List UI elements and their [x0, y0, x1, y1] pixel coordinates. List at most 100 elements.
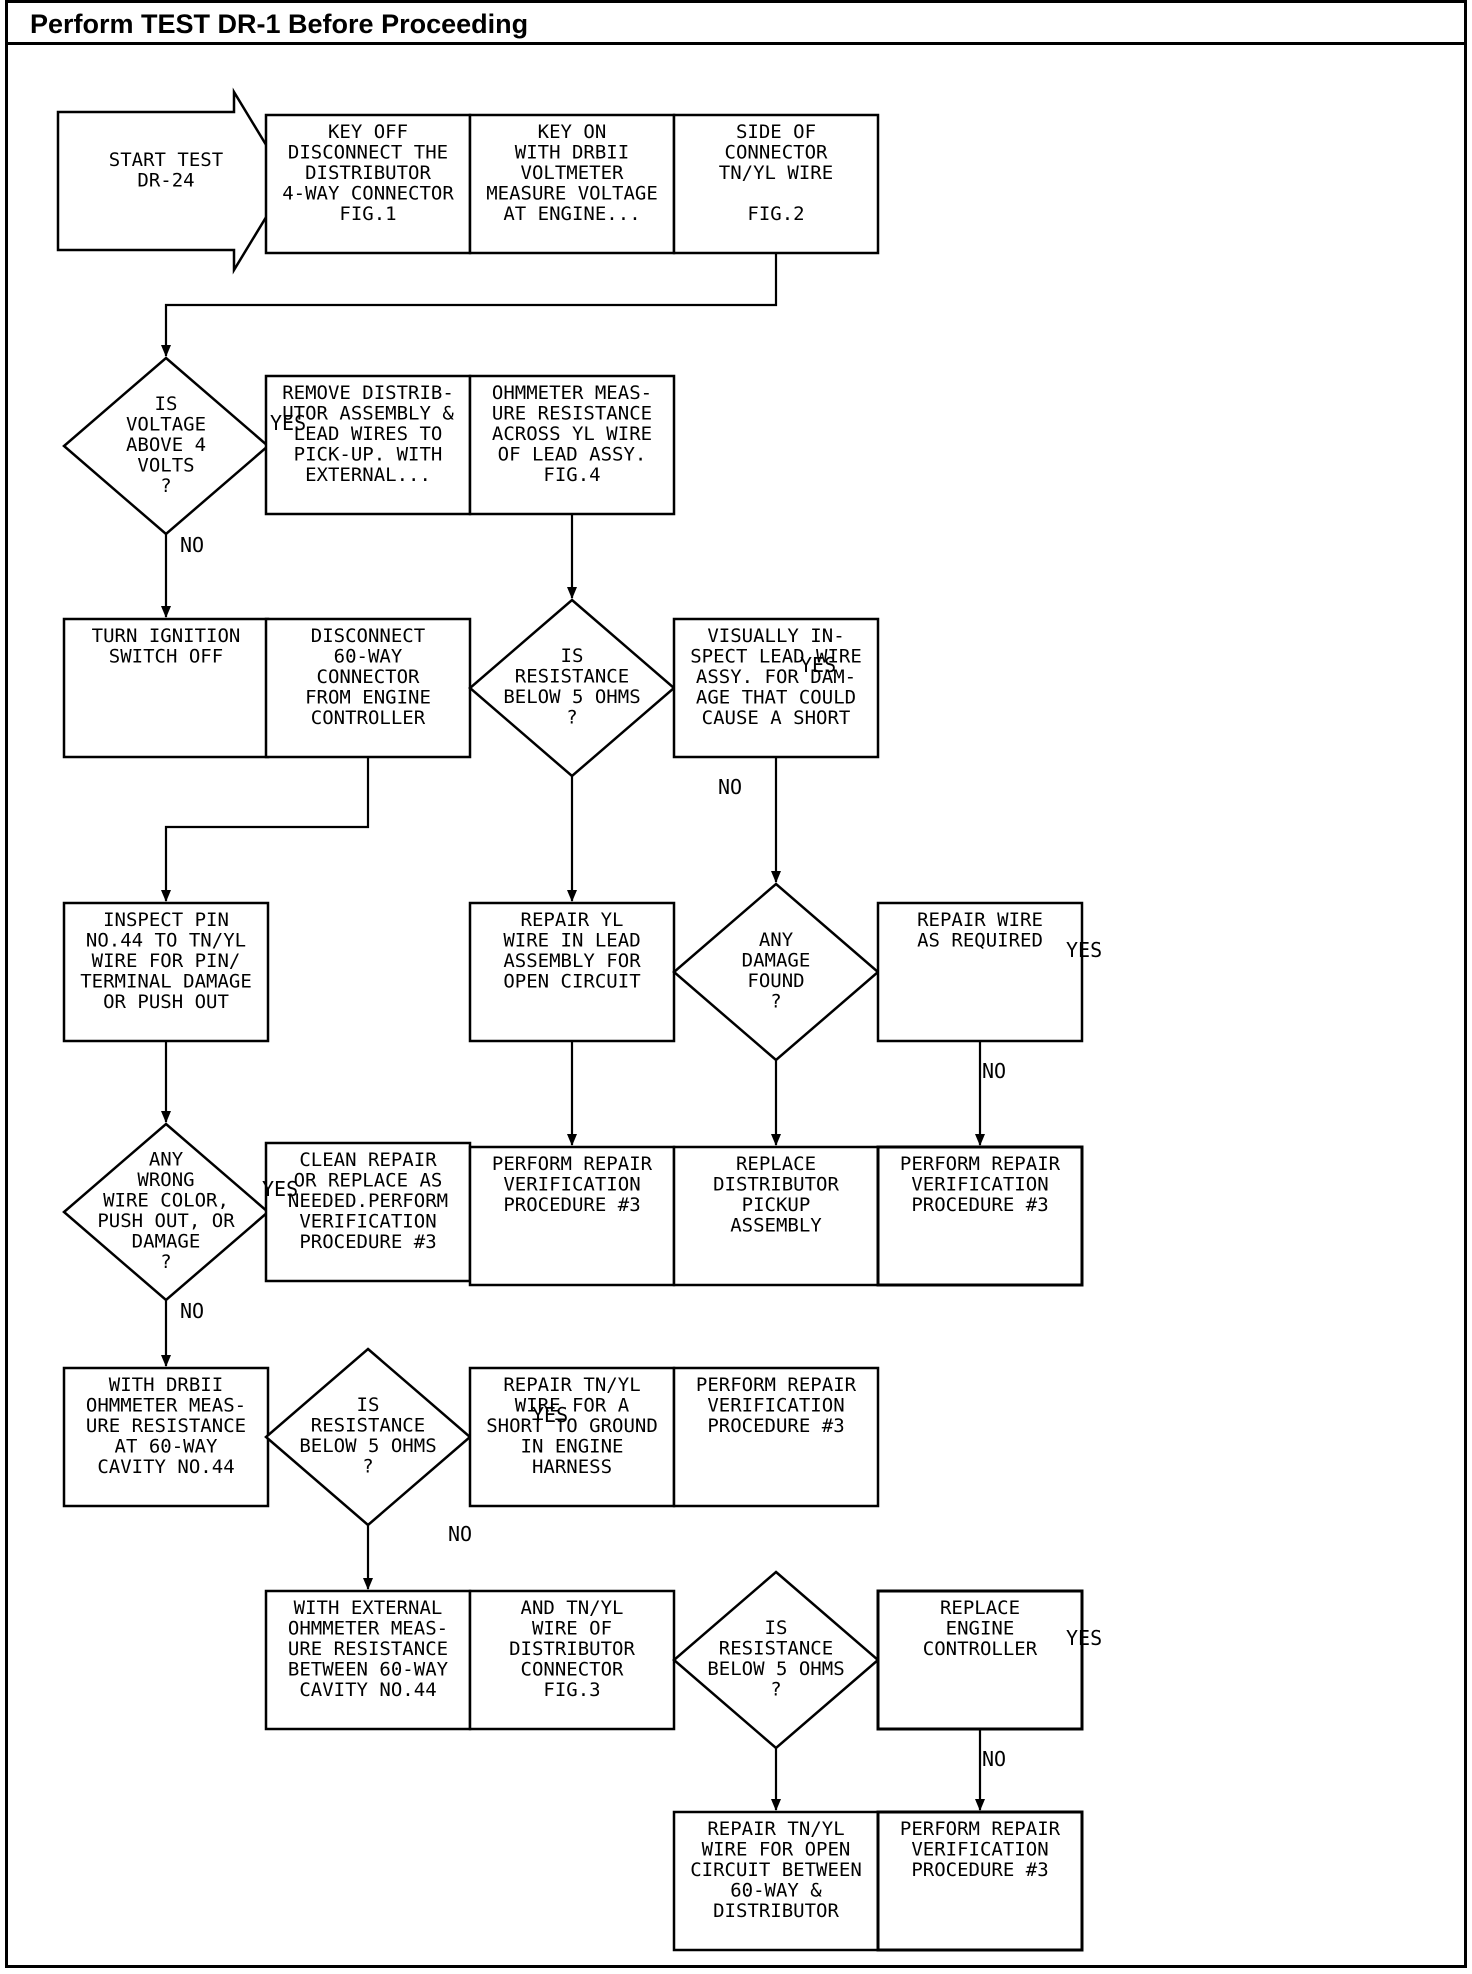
node-remove-dist: REMOVE DISTRIB-UTOR ASSEMBLY &LEAD WIRES…: [264, 374, 472, 516]
node-text: ASSY. FOR DAM-: [696, 666, 856, 688]
node-text: MEASURE VOLTAGE: [486, 183, 658, 205]
node-text: OR PUSH OUT: [103, 991, 229, 1013]
node-text: ?: [160, 475, 171, 497]
decision-diamond: [672, 882, 880, 1062]
branch-label-yes: YES: [1066, 938, 1102, 962]
node-text: TERMINAL DAMAGE: [80, 971, 252, 993]
node-text: PROCEDURE #3: [503, 1194, 640, 1216]
node-text: 4-WAY CONNECTOR: [282, 183, 454, 205]
node-text: AND TN/YL: [521, 1597, 624, 1619]
page-title: Perform TEST DR-1 Before Proceeding: [30, 9, 529, 39]
node-text: NEEDED.PERFORM: [288, 1190, 448, 1212]
branch-label-yes: YES: [800, 653, 836, 677]
node-text: WIRE IN LEAD: [503, 930, 640, 952]
node-text: CONNECTOR: [521, 1659, 625, 1681]
node-text: 60-WAY: [334, 646, 403, 668]
node-text: VOLTAGE: [126, 413, 206, 435]
node-text: CONTROLLER: [311, 707, 426, 729]
node-text: TURN IGNITION: [92, 625, 241, 647]
process-box: [62, 617, 270, 759]
process-box: [468, 901, 676, 1043]
node-text: URE RESISTANCE: [492, 403, 652, 425]
decision-diamond: [468, 598, 676, 778]
process-box: [62, 1366, 270, 1508]
node-text: OHMMETER MEAS-: [288, 1618, 448, 1640]
node-text: ASSEMBLY: [730, 1215, 822, 1237]
node-text: WRONG: [137, 1169, 194, 1191]
branch-label-no: NO: [180, 533, 204, 557]
branch-label-no: NO: [180, 1299, 204, 1323]
edge-sideof-to-qvoltage: [161, 253, 778, 357]
node-text: IS: [357, 1394, 380, 1416]
node-text: FOUND: [747, 970, 804, 992]
process-box: [468, 374, 676, 516]
node-text: NO.44 TO TN/YL: [86, 930, 246, 952]
node-text: RESISTANCE: [515, 666, 629, 688]
node-text: SIDE OF: [736, 121, 816, 143]
node-text: IS: [561, 645, 584, 667]
node-text: WIRE FOR OPEN: [702, 1839, 851, 1861]
node-text: CONTROLLER: [923, 1638, 1038, 1660]
node-text: DAMAGE: [132, 1231, 201, 1253]
node-text: FIG.3: [543, 1679, 600, 1701]
process-box: [672, 1145, 880, 1287]
node-text: BETWEEN 60-WAY: [288, 1659, 449, 1681]
process-box: [468, 1589, 676, 1731]
node-text: FROM ENGINE: [305, 687, 431, 709]
node-text: REPAIR YL: [521, 909, 624, 931]
node-text: WITH DRBII: [109, 1374, 223, 1396]
node-text: DISTRIBUTOR: [305, 162, 431, 184]
node-text: DISCONNECT THE: [288, 142, 448, 164]
process-box: [468, 113, 676, 255]
node-text: ?: [362, 1456, 373, 1478]
node-text: DISTRIBUTOR: [509, 1638, 635, 1660]
node-text: PROCEDURE #3: [911, 1859, 1048, 1881]
node-text: CAVITY NO.44: [97, 1456, 234, 1478]
node-text: ASSEMBLY FOR: [503, 950, 641, 972]
node-text: REPLACE: [940, 1597, 1020, 1619]
node-text: HARNESS: [532, 1456, 612, 1478]
node-text: REPAIR WIRE: [917, 909, 1043, 931]
node-text: VERIFICATION: [299, 1211, 436, 1233]
node-text: ?: [770, 1679, 781, 1701]
node-text: ACROSS YL WIRE: [492, 423, 652, 445]
process-box: [876, 1145, 1084, 1287]
node-text: LEAD WIRES TO: [294, 423, 443, 445]
node-text: ?: [160, 1251, 171, 1273]
node-text: PERFORM REPAIR: [900, 1818, 1061, 1840]
process-box: [264, 374, 472, 516]
process-box: [264, 113, 472, 255]
branch-label-yes: YES: [532, 1403, 568, 1427]
node-text: ?: [770, 991, 781, 1013]
node-text: WIRE FOR PIN/: [92, 950, 241, 972]
node-text: WIRE FOR A: [515, 1395, 630, 1417]
node-text: WITH DRBII: [515, 142, 629, 164]
node-text: FIG.1: [339, 203, 396, 225]
node-text: VOLTS: [137, 454, 194, 476]
node-text: WIRE COLOR,: [103, 1190, 229, 1212]
node-text: OHMMETER MEAS-: [492, 382, 652, 404]
edge-disc60-to-inspect: [161, 757, 370, 902]
node-text: AS REQUIRED: [917, 930, 1043, 952]
process-box: [876, 1589, 1084, 1731]
node-text: SWITCH OFF: [109, 646, 223, 668]
node-text: UTOR ASSEMBLY &: [282, 403, 454, 425]
